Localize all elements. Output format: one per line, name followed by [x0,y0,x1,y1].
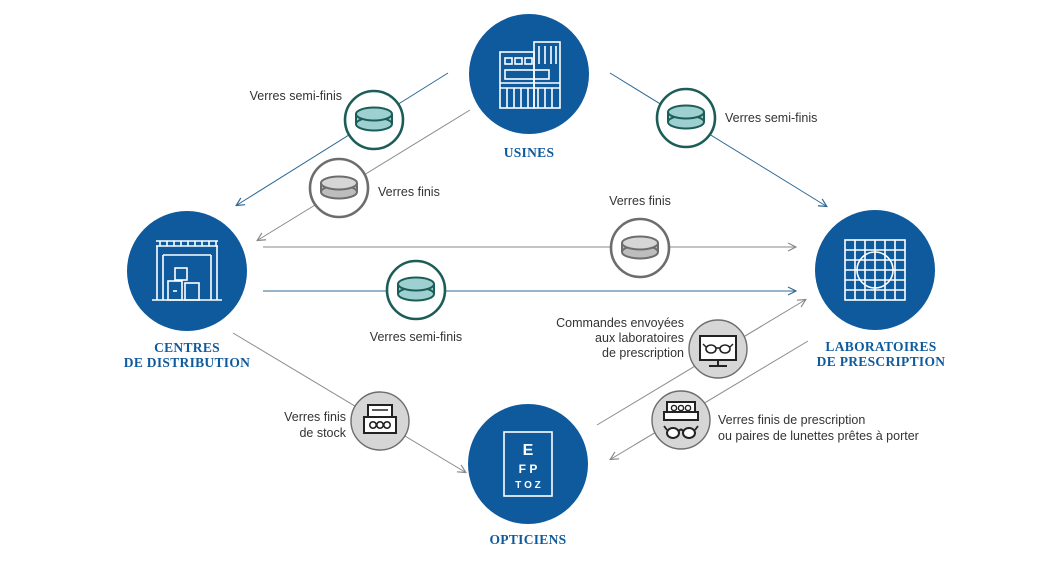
node-title-centres-line1: CENTRES [154,340,220,355]
label-opticiens-labos-line1: Commandes envoyées [556,316,684,330]
semi-finished-lens-icon [343,89,405,151]
warehouse-icon [152,240,222,301]
label-opticiens-labos-line2: aux laboratoires [595,331,684,345]
label-opticiens-labos-line3: de prescription [602,346,684,360]
arrow-labos-to-opticiens [611,340,809,459]
eye-chart-row-2: F P [519,462,538,476]
eye-chart-row-3: T O Z [515,480,541,491]
semi-finished-lens-icon [385,259,447,321]
node-title-opticiens: OPTICIENS [490,532,567,547]
label-centres-opticiens-line1: Verres finis [284,410,346,424]
label-usines-centres-semi: Verres semi-finis [250,89,342,103]
monitor-glasses-icon [688,319,748,379]
node-title-usines: USINES [504,145,555,160]
label-labos-opticiens-line1: Verres finis de prescription [718,413,865,427]
node-centres-distribution: CENTRES DE DISTRIBUTION [124,211,250,370]
label-usines-labos-semi: Verres semi-finis [725,111,817,125]
node-laboratoires: LABORATOIRES DE PRESCRIPTION [815,210,945,369]
label-labos-opticiens-line2: ou paires de lunettes prêtes à porter [718,429,919,443]
arrow-usines-to-centres-semi [237,72,449,205]
arrow-centres-to-opticiens [232,332,465,472]
flow-arrows [232,72,826,472]
lens-stock-box-icon [350,391,410,451]
finished-lens-icon [308,157,370,219]
node-title-labos-line1: LABORATOIRES [825,339,936,354]
label-centres-opticiens-line2: de stock [299,426,346,440]
arrow-usines-to-labos-semi [609,72,826,206]
semi-finished-lens-icon [655,87,717,149]
factory-icon [499,41,561,109]
node-usines: USINES [469,14,589,160]
label-centres-labos-finis: Verres finis [609,194,671,208]
node-title-centres-line2: DE DISTRIBUTION [124,355,250,370]
eye-chart-row-1: E [523,442,534,459]
node-title-labos-line2: DE PRESCRIPTION [817,354,946,369]
node-opticiens: E F P T O Z OPTICIENS [468,404,588,547]
eye-chart-icon: E F P T O Z [503,431,553,497]
label-usines-centres-finis: Verres finis [378,185,440,199]
lens-grid-icon [844,239,906,301]
finished-lens-icon [609,217,671,279]
label-centres-labos-semi: Verres semi-finis [370,330,462,344]
glasses-box-icon [651,390,711,450]
